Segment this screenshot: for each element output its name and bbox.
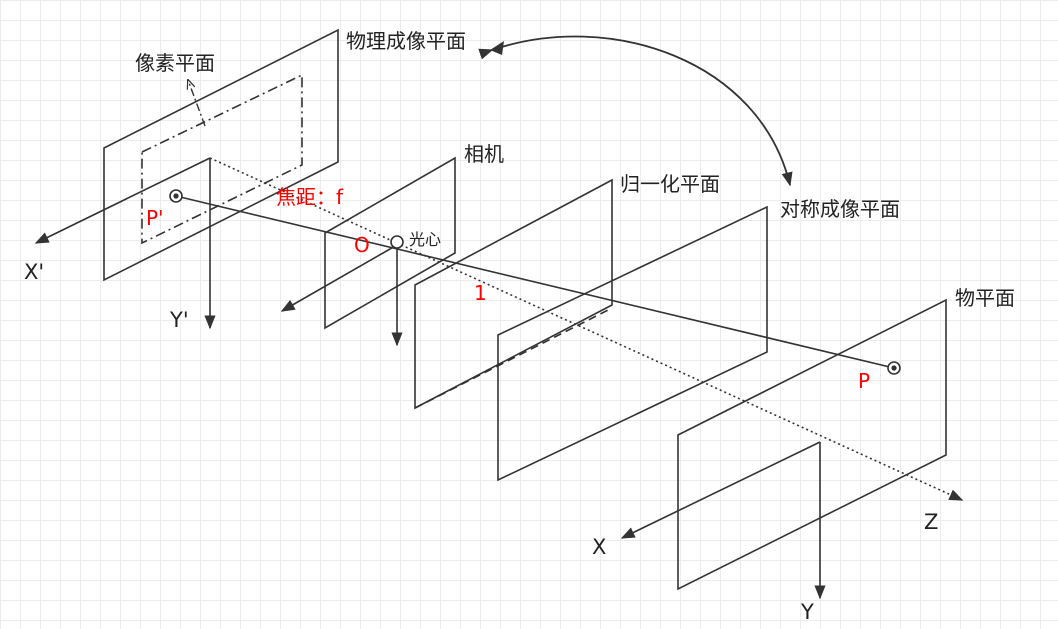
pixel-plane-pointer [188,80,206,127]
axis-z-label: Z [924,510,938,534]
optical-center-marker [390,235,404,249]
symmetry-double-arrow [478,35,793,187]
symmetric-imaging-plane [497,205,768,482]
axis-x-world [620,441,821,539]
pixel-plane [141,73,303,245]
normalized-plane-hidden-edge [414,307,613,409]
symmetry-arrow-start-head [490,41,504,55]
symmetric-plane-label: 对称成像平面 [780,197,900,221]
normalized-plane [414,178,613,410]
physical-plane-label: 物理成像平面 [346,29,466,53]
normalized-plane-label: 归一化平面 [620,172,720,196]
axis-y-label: Y [800,600,814,624]
axis-x-image [34,157,211,244]
origin-o-label: O [354,233,370,257]
camera-label: 相机 [464,142,504,166]
axis-x-label: X [592,535,606,559]
axis-x-image-label: X' [24,260,44,284]
point-p-image-label: P' [146,206,164,230]
point-p-marker [887,361,901,375]
optical-center-label: 光心 [409,230,441,249]
pixel-plane-label: 像素平面 [135,51,215,75]
camera-plane [324,156,456,330]
point-p-label: P [858,369,870,393]
object-plane-label: 物平面 [955,286,1015,310]
unit-distance-label: 1 [474,281,487,305]
projection-ray [175,195,895,369]
focal-length-label: 焦距：f [276,185,344,209]
physical-imaging-plane [103,28,339,282]
axis-x-camera [280,244,398,312]
axis-y-image-label: Y' [169,308,189,332]
point-p-image-marker [169,189,183,203]
object-plane [677,298,947,591]
